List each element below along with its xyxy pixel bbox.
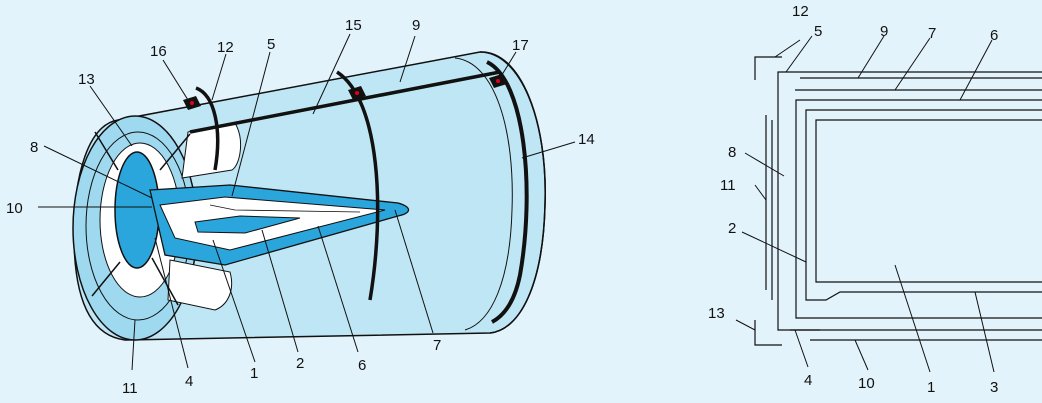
- cyl-label-4: 4: [185, 373, 193, 390]
- spoke-upper-right: [159, 133, 191, 171]
- leader-14: [521, 141, 576, 159]
- leader-15: [312, 33, 351, 115]
- cyl-label-14: 14: [578, 131, 595, 148]
- cyl-label-11: 11: [122, 380, 138, 397]
- cyl-label-6: 6: [358, 357, 366, 374]
- sch-label-10: 10: [858, 375, 875, 392]
- leader-4: [154, 237, 189, 369]
- leader-12: [211, 53, 227, 101]
- layer-3: [805, 109, 1042, 301]
- leader-6: [317, 225, 359, 353]
- layer-1: [815, 119, 1042, 283]
- clamp-17: [489, 74, 507, 88]
- sch-leader-5: [785, 35, 813, 73]
- sch-leader-12: [774, 39, 801, 58]
- cyl-label-8: 8: [30, 139, 38, 156]
- sch-leader-9: [857, 35, 885, 79]
- sch-label-9: 9: [880, 23, 888, 40]
- sch-leader-3: [974, 291, 995, 373]
- sch-label-6: 6: [990, 27, 998, 44]
- core-ellipse: [114, 151, 160, 269]
- sch-leader-4: [794, 329, 809, 368]
- seam-line: [189, 70, 501, 134]
- sch-label-12: 12: [792, 3, 809, 20]
- winding-inner-blue: [194, 215, 301, 234]
- bracket-13: [754, 320, 782, 346]
- sch-leader-11: [754, 184, 767, 201]
- sch-leader-1: [894, 264, 931, 373]
- sch-leader-7: [894, 37, 931, 91]
- cutaway-bottom: [167, 259, 233, 311]
- sch-leader-6: [959, 39, 993, 101]
- cyl-label-5: 5: [267, 36, 275, 53]
- cyl-label-16: 16: [150, 43, 167, 60]
- bracket-12: [754, 56, 782, 80]
- leader-7: [394, 209, 434, 334]
- band-left: [195, 86, 220, 171]
- cyl-label-17: 17: [512, 37, 529, 54]
- cyl-label-12: 12: [217, 39, 234, 56]
- winding-edge-line: [209, 204, 361, 213]
- cyl-label-1: 1: [250, 365, 258, 382]
- sch-label-7: 7: [928, 25, 936, 42]
- leader-11: [131, 319, 136, 371]
- sch-label-8: 8: [728, 144, 736, 161]
- sch-label-3: 3: [990, 379, 998, 396]
- spoke-top: [94, 131, 119, 171]
- sch-label-11: 11: [720, 177, 736, 194]
- cyl-label-7: 7: [433, 337, 441, 354]
- leader-16: [162, 59, 189, 101]
- spoke-bottom-right: [151, 257, 179, 306]
- clamp-middle: [348, 86, 366, 100]
- sch-label-5: 5: [814, 23, 822, 40]
- sch-label-2: 2: [728, 220, 736, 237]
- cyl-label-10: 10: [6, 200, 23, 217]
- leader-8: [43, 145, 153, 199]
- sch-leader-2: [741, 231, 807, 263]
- leader-5: [231, 51, 271, 197]
- leader-9: [399, 35, 416, 83]
- cyl-label-15: 15: [345, 17, 362, 34]
- band-right: [486, 60, 529, 324]
- cyl-label-2: 2: [296, 355, 304, 372]
- sch-label-13: 13: [708, 305, 725, 322]
- band-middle: [336, 70, 380, 301]
- leader-2: [261, 229, 299, 353]
- sch-leader-13: [735, 319, 756, 331]
- cyl-label-13: 13: [78, 71, 95, 88]
- layer-5: [777, 71, 1042, 331]
- schematic-drawing: 12 5 9 7 6 8 11 2 13 4 10 1 3: [708, 3, 1042, 396]
- sch-label-4: 4: [804, 372, 812, 389]
- cyl-label-9: 9: [412, 17, 420, 34]
- layer-6: [795, 99, 1042, 319]
- leader-17: [499, 51, 517, 79]
- leader-1: [212, 239, 256, 363]
- cylinder-drawing: 1 2 4 5 6 7 8 9 10 11 12 13 14 15 16 17: [6, 17, 595, 397]
- spoke-bottom-left: [91, 261, 121, 297]
- right-end-cap: [479, 51, 546, 334]
- leader-13: [89, 85, 133, 147]
- sch-label-1: 1: [927, 379, 935, 396]
- sch-leader-10: [854, 339, 869, 371]
- sch-leader-8: [744, 152, 785, 177]
